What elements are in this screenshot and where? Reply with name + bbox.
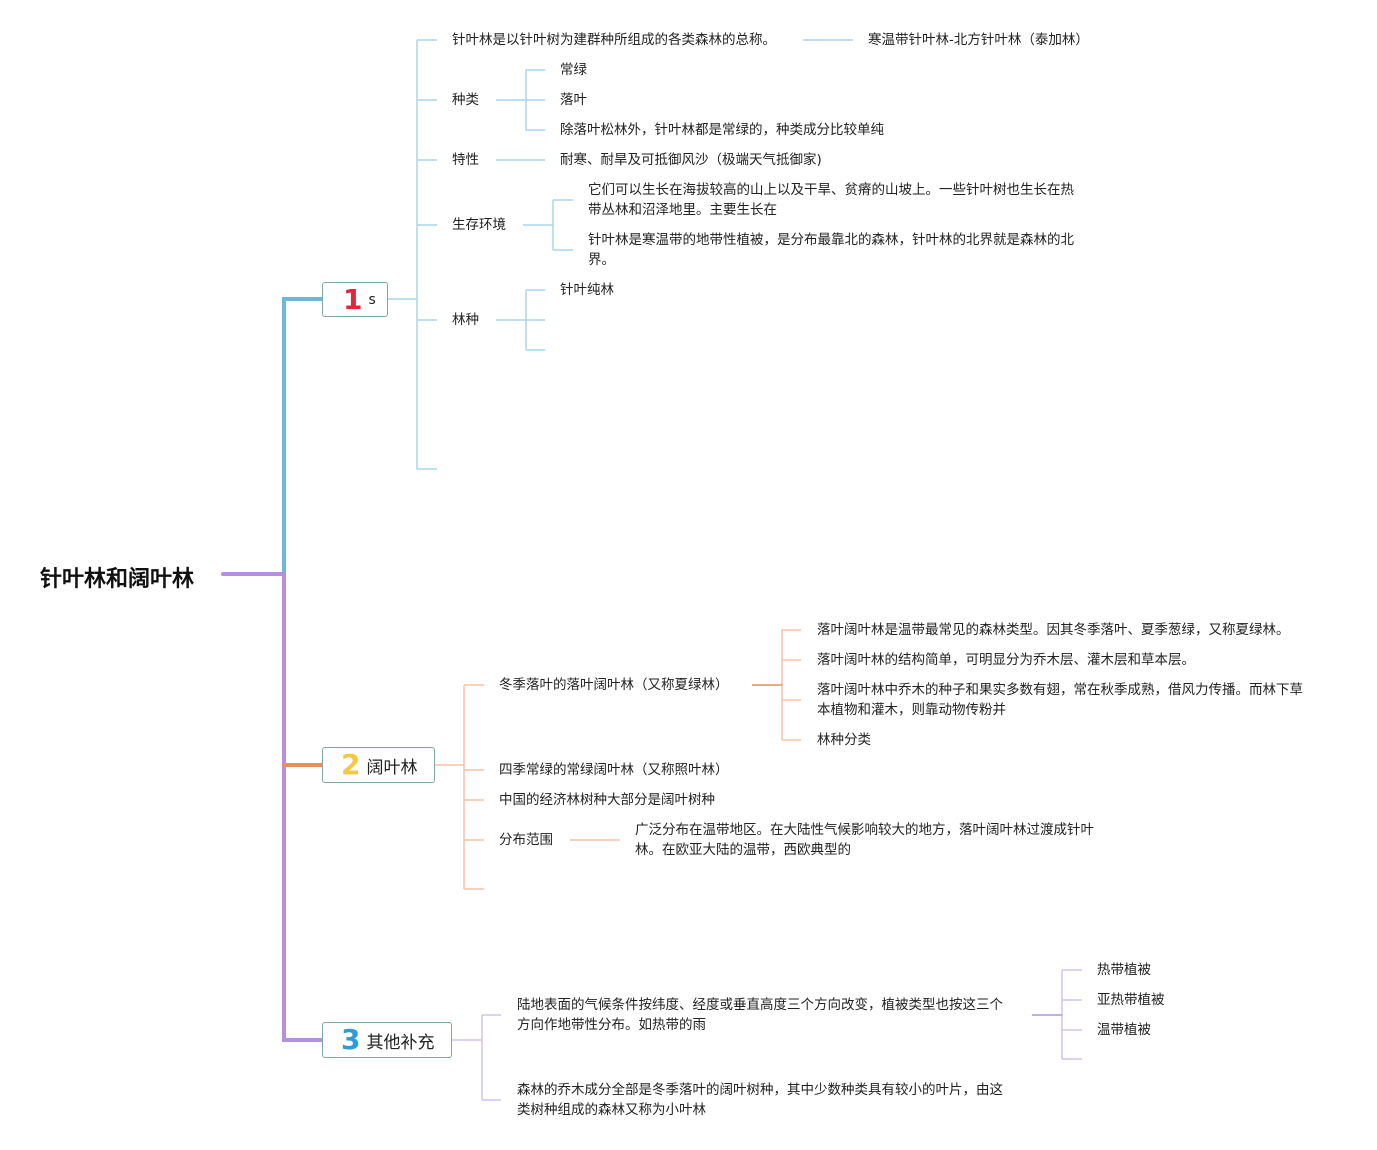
- main-topic-3[interactable]: 3 其他补充: [322, 1022, 452, 1058]
- root-topic[interactable]: 针叶林和阔叶林: [40, 567, 195, 592]
- node-types[interactable]: 种类: [452, 92, 479, 108]
- number-1-badge: 1: [343, 282, 363, 316]
- node-deciduous-detail-1[interactable]: 落叶阔叶林是温带最常见的森林类型。因其冬季落叶、夏季葱绿，又称夏绿林。: [817, 622, 1290, 638]
- node-small-leaf-forest[interactable]: 森林的乔木成分全部是冬季落叶的阔叶树种，其中少数种类具有较小的叶片，由这类树种组…: [517, 1082, 1003, 1118]
- node-habitat-detail-2[interactable]: 针叶林是寒温带的地带性植被，是分布最靠北的森林，针叶林的北界就是森林的北界。: [588, 232, 1074, 268]
- main-topic-1-label: s: [368, 291, 376, 308]
- node-habitat[interactable]: 生存环境: [452, 217, 506, 233]
- node-evergreen[interactable]: 常绿: [560, 62, 587, 78]
- node-deciduous-detail-2[interactable]: 落叶阔叶林的结构简单，可明显分为乔木层、灌木层和草本层。: [817, 652, 1195, 668]
- node-traits-detail[interactable]: 耐寒、耐旱及可抵御风沙（极端天气抵御家): [560, 152, 822, 168]
- node-definition[interactable]: 针叶林是以针叶树为建群种所组成的各类森林的总称。: [452, 32, 776, 48]
- node-deciduous[interactable]: 落叶: [560, 92, 587, 108]
- node-species-classification[interactable]: 林种分类: [817, 732, 871, 748]
- node-distribution-detail[interactable]: 广泛分布在温带地区。在大陆性气候影响较大的地方，落叶阔叶林过渡成针叶林。在欧亚大…: [635, 822, 1094, 858]
- node-evergreen-broadleaf[interactable]: 四季常绿的常绿阔叶林（又称照叶林）: [499, 762, 729, 778]
- node-types-note[interactable]: 除落叶松林外，针叶林都是常绿的，种类成分比较单纯: [560, 122, 884, 138]
- number-2-badge: 2: [341, 748, 361, 781]
- node-tropical-vegetation[interactable]: 热带植被: [1097, 962, 1151, 978]
- main-topic-3-label: 其他补充: [366, 1032, 435, 1053]
- main-topic-1[interactable]: 1 s: [322, 282, 388, 317]
- node-pure-conifer[interactable]: 针叶纯林: [560, 282, 614, 298]
- node-taiga[interactable]: 寒温带针叶林-北方针叶林（泰加林）: [868, 32, 1089, 48]
- node-species[interactable]: 林种: [452, 312, 479, 328]
- node-economic-forest[interactable]: 中国的经济林树种大部分是阔叶树种: [499, 792, 715, 808]
- node-distribution[interactable]: 分布范围: [499, 832, 553, 848]
- node-habitat-detail-1[interactable]: 它们可以生长在海拔较高的山上以及干旱、贫瘠的山坡上。一些针叶树也生长在热带丛林和…: [588, 182, 1074, 218]
- number-3-badge: 3: [341, 1023, 361, 1056]
- main-topic-2-label: 阔叶林: [366, 757, 418, 778]
- node-temperate-vegetation[interactable]: 温带植被: [1097, 1022, 1151, 1038]
- node-traits[interactable]: 特性: [452, 152, 479, 168]
- node-subtropical-vegetation[interactable]: 亚热带植被: [1097, 992, 1165, 1008]
- node-deciduous-broadleaf[interactable]: 冬季落叶的落叶阔叶林（又称夏绿林）: [499, 677, 729, 693]
- node-zonal-distribution[interactable]: 陆地表面的气候条件按纬度、经度或垂直高度三个方向改变，植被类型也按这三个方向作地…: [517, 997, 1003, 1033]
- main-topic-2[interactable]: 2 阔叶林: [322, 747, 435, 783]
- node-deciduous-detail-3[interactable]: 落叶阔叶林中乔木的种子和果实多数有翅，常在秋季成熟，借风力传播。而林下草本植物和…: [817, 682, 1303, 718]
